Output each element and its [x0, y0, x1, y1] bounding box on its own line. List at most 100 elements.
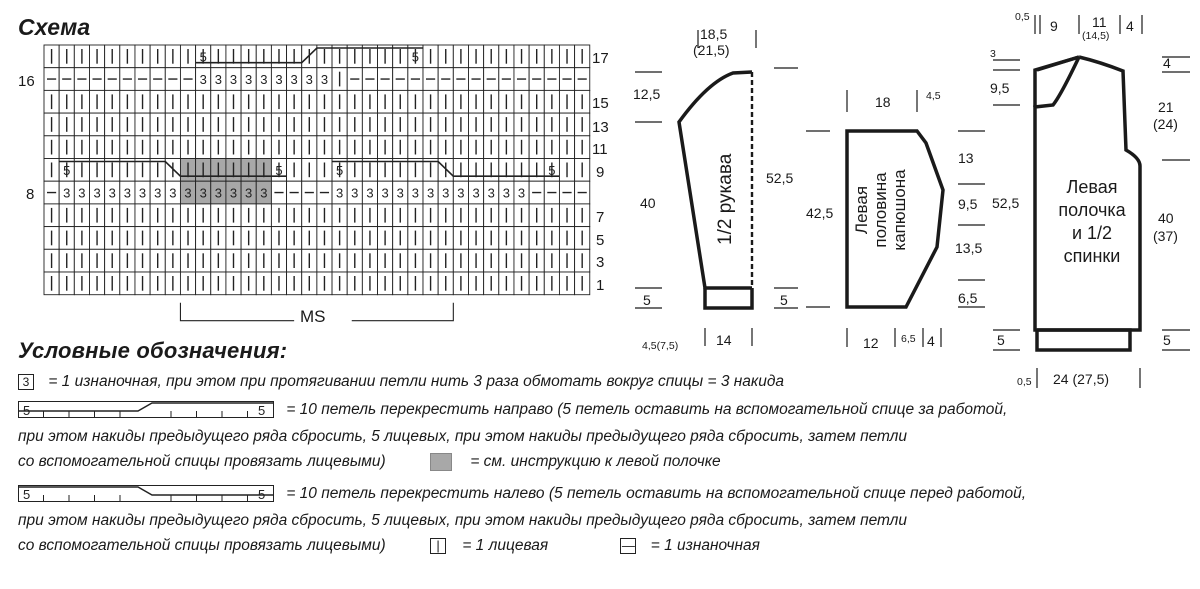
chart-cell — [574, 158, 591, 182]
purl-symbol: — — [620, 537, 637, 554]
chart-cell — [346, 248, 363, 273]
row-number: 9 — [596, 164, 605, 181]
chart-cell — [558, 158, 576, 182]
svg-text:3: 3 — [78, 186, 85, 201]
sleeve-cuff-right: 5 — [780, 292, 788, 308]
svg-text:3: 3 — [306, 72, 313, 87]
front-body — [1033, 56, 1132, 352]
svg-text:3: 3 — [109, 186, 116, 201]
chart-cell: 3 — [513, 180, 530, 205]
svg-text:3: 3 — [472, 186, 479, 201]
chart-cell — [119, 112, 136, 137]
chart-cell — [240, 248, 257, 273]
chart-cell — [483, 271, 500, 296]
chart-cell — [149, 89, 166, 114]
chart-cell — [346, 271, 363, 296]
chart-cell — [149, 112, 166, 137]
chart-cell — [286, 44, 303, 69]
chart-cell — [104, 248, 121, 273]
chart-cell — [270, 112, 288, 137]
chart-cell — [543, 135, 560, 159]
chart-cell — [452, 271, 469, 296]
chart-cell — [270, 135, 288, 159]
hood-label-line: Левая — [852, 185, 871, 235]
chart-cell: 3 — [346, 180, 363, 205]
chart-cell — [255, 203, 272, 228]
chart-cell — [316, 248, 333, 273]
chart-cell — [43, 44, 60, 69]
svg-text:3: 3 — [139, 186, 146, 201]
chart-cell — [452, 226, 469, 250]
chart-cell — [104, 135, 121, 159]
chart-cell — [331, 135, 348, 159]
chart-cell — [240, 44, 257, 69]
front-label-line: и 1/2 — [1071, 223, 1113, 243]
chart-cell: 3 — [498, 180, 515, 205]
chart-cell — [225, 44, 242, 69]
chart-cell — [195, 135, 212, 159]
sleeve-bottom-left: 4,5(7,5) — [642, 340, 679, 352]
legend-line-7c: = 1 изнаночная — [650, 537, 760, 554]
svg-text:3: 3 — [200, 72, 207, 87]
chart-cell — [558, 44, 576, 69]
chart-cell: 3 — [210, 67, 227, 91]
chart-cell — [558, 248, 576, 273]
chart-cell — [255, 248, 272, 273]
chart-cell — [286, 226, 303, 250]
chart-cell — [164, 135, 181, 159]
chart-cell — [301, 271, 318, 296]
chart-cell — [119, 226, 136, 250]
front-bottom-width: 24 (27,5) — [1053, 371, 1110, 387]
row-number: 8 — [26, 186, 35, 203]
chart-cell — [422, 248, 439, 273]
chart-cell — [574, 203, 591, 228]
svg-text:3: 3 — [412, 186, 419, 201]
front-left-height: 52,5 — [992, 195, 1020, 211]
chart-cell — [452, 112, 469, 137]
chart-cell — [331, 271, 348, 296]
chart-cell — [498, 226, 515, 250]
chart-cell — [255, 89, 272, 114]
chart-cell — [316, 135, 333, 159]
front-right-4: 4 — [1163, 55, 1171, 71]
chart-cell — [346, 135, 363, 159]
chart-cell — [543, 203, 560, 228]
chart-cell: 3 — [316, 67, 333, 91]
chart-cell — [468, 112, 485, 137]
ms-bracket — [179, 302, 295, 322]
legend-line-7b: = 1 лицевая — [462, 537, 549, 554]
chart-cell — [558, 203, 576, 228]
chart-cell — [210, 271, 227, 296]
legend-line-6: при этом накиды предыдущего ряда сбросит… — [18, 512, 907, 529]
chart-cell — [43, 67, 60, 91]
chart-cell — [513, 271, 530, 296]
chart-cell — [407, 226, 424, 250]
chart-cell — [119, 89, 136, 114]
chart-cell — [422, 44, 439, 69]
chart-cell — [89, 135, 106, 159]
chart-cell — [301, 158, 318, 182]
chart-cell — [179, 226, 197, 250]
chart-cell: 3 — [468, 180, 485, 205]
chart-cell — [528, 112, 545, 137]
scheme-title: Схема — [18, 14, 91, 40]
chart-cell: 3 — [240, 67, 257, 91]
row-number: 17 — [592, 50, 609, 67]
chart-cell — [255, 112, 272, 137]
chart-cell — [452, 135, 469, 159]
chart-cell — [452, 89, 469, 114]
chart-cell — [468, 44, 485, 69]
front-top-d: 4 — [1126, 18, 1134, 34]
chart-cell — [119, 248, 136, 273]
chart-cell — [179, 135, 197, 159]
chart-cell: 3 — [73, 180, 90, 205]
row-number: 5 — [596, 232, 605, 249]
chart-cell — [361, 67, 378, 91]
chart-cell: 3 — [179, 180, 197, 205]
chart-cell: 3 — [240, 180, 257, 205]
svg-text:3: 3 — [336, 186, 343, 201]
chart-cell — [270, 248, 288, 273]
svg-text:3: 3 — [215, 72, 222, 87]
front-left-95: 9,5 — [990, 80, 1010, 96]
